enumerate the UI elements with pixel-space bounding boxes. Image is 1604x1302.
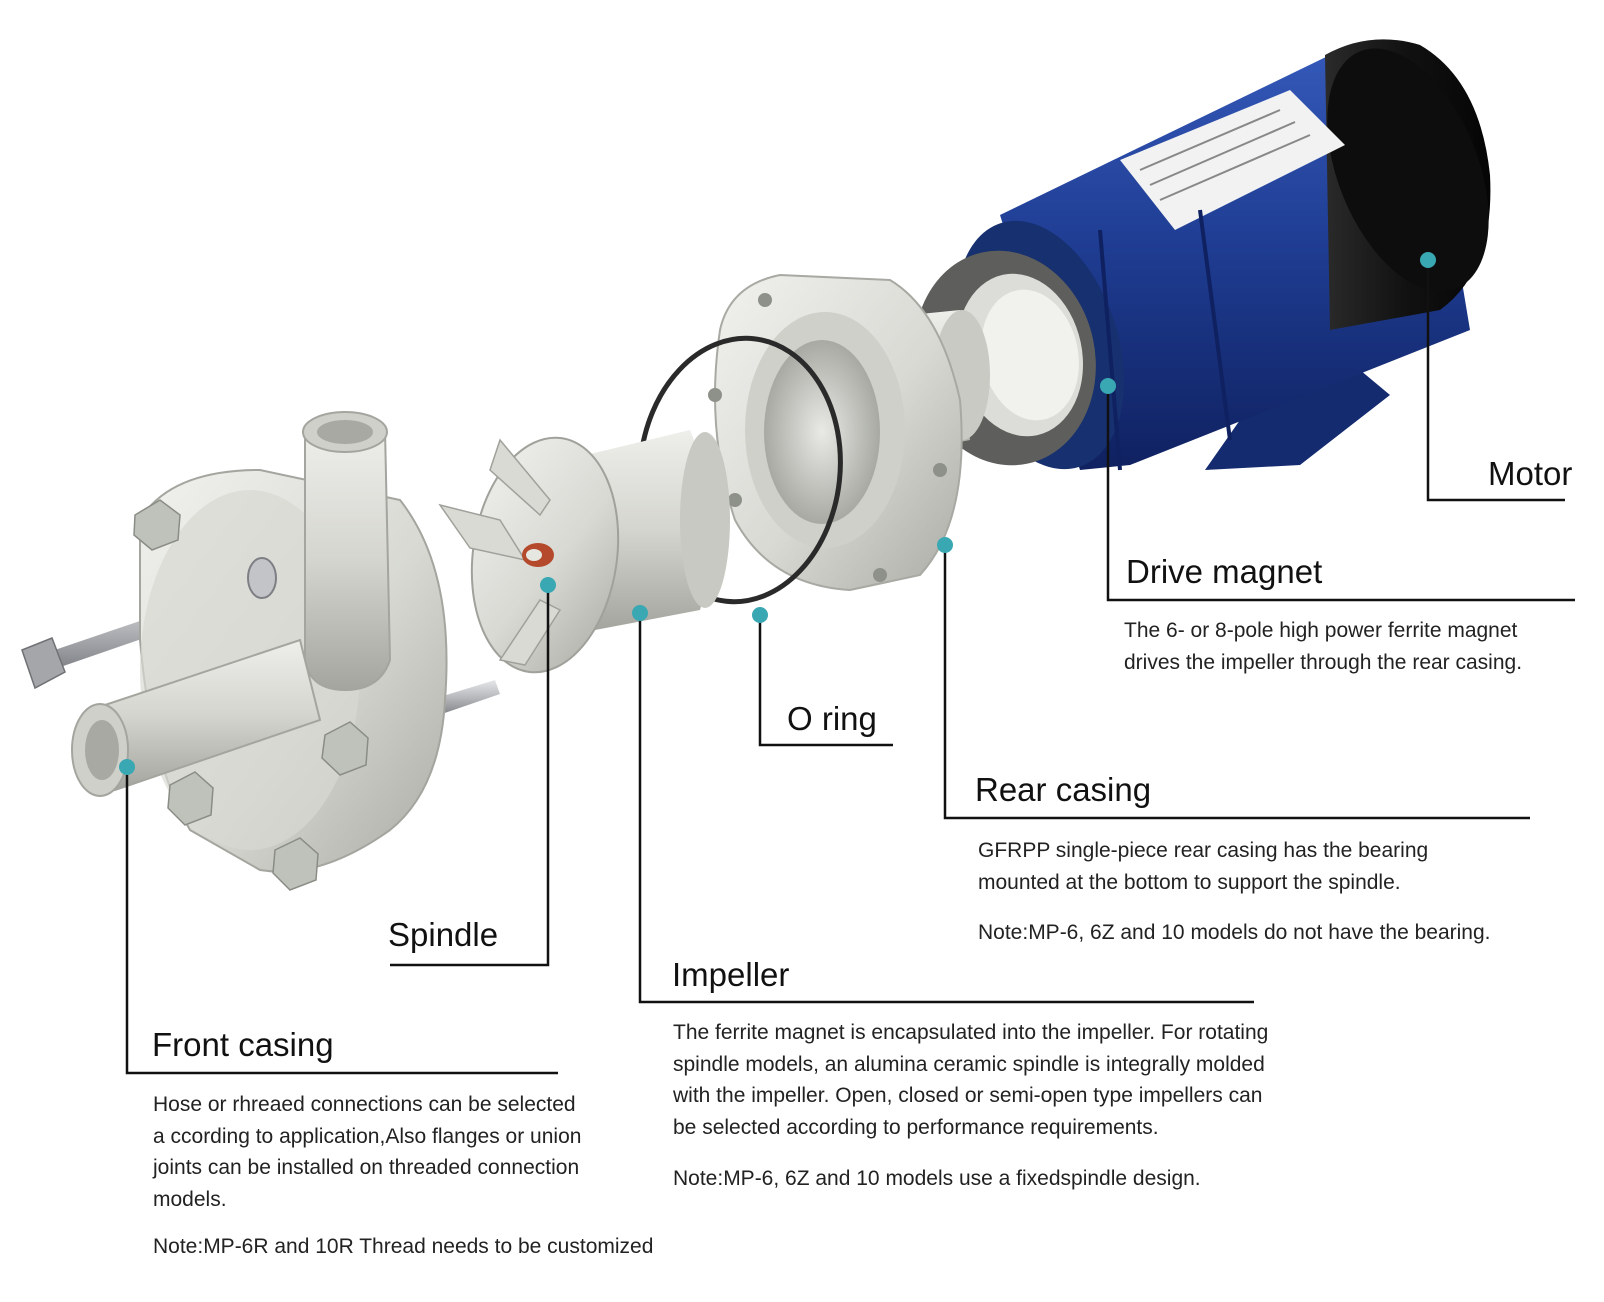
impeller-title: Impeller	[672, 956, 790, 993]
dot-spindle	[540, 577, 556, 593]
impeller-desc: The ferrite magnet is encapsulated into …	[673, 1021, 1269, 1139]
rear-casing-desc: GFRPP single-piece rear casing has the b…	[978, 839, 1429, 894]
front-casing-title: Front casing	[152, 1026, 334, 1063]
leader-front-casing	[125, 767, 558, 1075]
leader-impeller	[638, 613, 1254, 1004]
rear-casing-title: Rear casing	[975, 771, 1152, 808]
impeller-icon	[438, 430, 730, 674]
leader-spindle	[390, 585, 550, 967]
pump-front-casing-icon	[21, 411, 500, 891]
dot-motor	[1420, 252, 1436, 268]
motor-title: Motor	[1488, 455, 1573, 492]
drive-magnet-title: Drive magnet	[1126, 553, 1323, 590]
callout-dots	[119, 252, 1436, 775]
leader-drive-magnet	[1106, 386, 1575, 602]
spindle-title: Spindle	[388, 916, 499, 953]
dot-o-ring	[752, 607, 768, 623]
o-ring-title: O ring	[787, 700, 877, 737]
drive-magnet-desc: The 6- or 8-pole high power ferrite magn…	[1124, 619, 1523, 674]
dot-front-casing	[119, 759, 135, 775]
front-casing-note: Note:MP-6R and 10R Thread needs to be cu…	[153, 1235, 654, 1258]
leader-o-ring	[758, 615, 893, 747]
impeller-note: Note:MP-6, 6Z and 10 models use a fixeds…	[673, 1167, 1201, 1190]
front-casing-desc: Hose or rhreaed connections can be selec…	[153, 1093, 582, 1211]
rear-casing-note: Note:MP-6, 6Z and 10 models do not have …	[978, 921, 1491, 944]
leader-motor	[1426, 260, 1565, 502]
dot-rear-casing	[937, 537, 953, 553]
dot-drive-magnet	[1100, 378, 1116, 394]
leader-lines	[125, 260, 1575, 1075]
dot-impeller	[632, 605, 648, 621]
leader-rear-casing	[943, 545, 1530, 820]
